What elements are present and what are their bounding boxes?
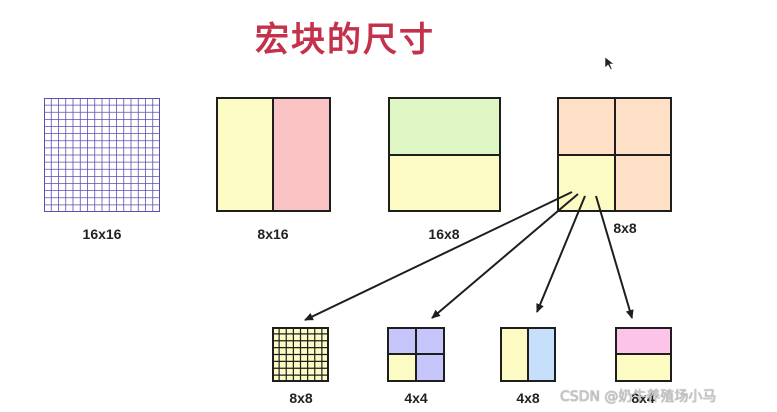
macroblock-label-8x8: 8x8 [613,220,637,236]
page-title: 宏块的尺寸 [255,20,435,60]
sub-block-8x8 [272,327,329,382]
sub-block-4x4 [387,327,445,382]
partition-bottom-right [417,355,443,380]
sub-block-label-8x8: 8x8 [289,390,313,406]
macroblock-label-16x16: 16x16 [82,226,122,242]
partition-bottom [617,355,670,380]
arrow-to-4x8 [536,195,586,313]
arrow-to-8x8 [304,191,573,321]
arrow-to-8x4 [595,195,634,319]
watermark: CSDN @奶牛养殖场小马 [560,389,717,405]
partition-top-left [389,329,417,355]
partition-top-right [417,329,443,355]
arrow-to-4x4 [431,193,579,319]
partition-top-right [616,99,670,156]
partition-left [502,329,529,380]
partition-top [617,329,670,355]
partition-left [218,99,274,210]
partition-bottom-left [389,355,417,380]
macroblock-16x16 [44,98,160,212]
sub-block-label-4x4: 4x4 [404,390,428,406]
partition-bottom-right [616,156,670,210]
partition-top [390,99,499,156]
partition-right [529,329,554,380]
sub-block-label-8x4: 8x4 [631,390,655,406]
partition-bottom [390,156,499,210]
mouse-cursor-icon [604,56,615,71]
macroblock-16x8 [388,97,501,212]
sub-block-8x4 [615,327,672,382]
sub-block-label-4x8: 4x8 [516,390,540,406]
macroblock-8x8 [557,97,672,212]
partition-top-left [559,99,616,156]
macroblock-label-8x16: 8x16 [257,226,289,242]
partition-right [274,99,329,210]
sub-block-4x8 [500,327,556,382]
macroblock-8x16 [216,97,331,212]
macroblock-label-16x8: 16x8 [428,226,460,242]
